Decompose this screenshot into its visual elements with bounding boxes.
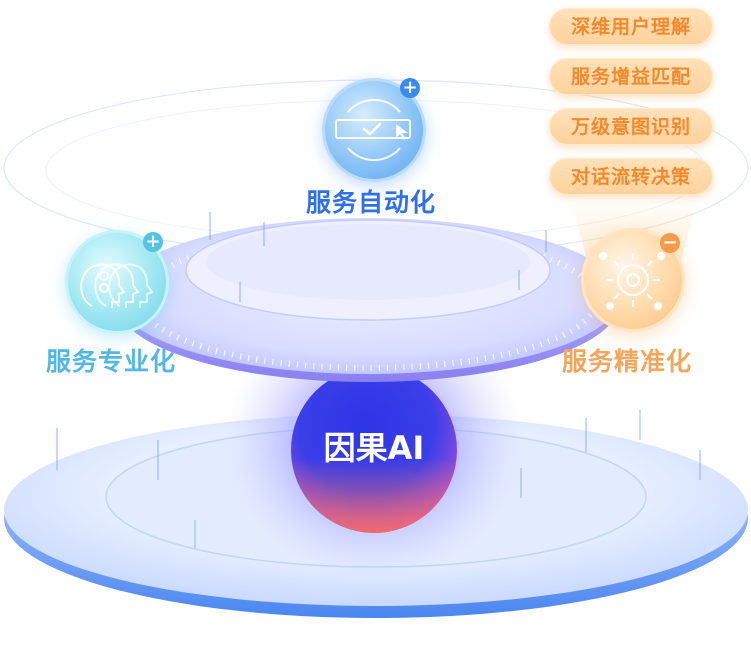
professional-expand-badge[interactable]: + (143, 232, 163, 252)
precision-item-pill: 服务增益匹配 (549, 58, 713, 95)
precision-label: 服务精准化 (562, 347, 693, 376)
professional-label: 服务专业化 (46, 347, 177, 376)
mid-light-lines (209, 212, 547, 302)
automation-expand-badge[interactable]: + (400, 78, 420, 98)
core-label: 因果AI (324, 429, 425, 467)
precision-item-pill: 对话流转决策 (549, 158, 713, 195)
precision-item-pill: 万级意图识别 (549, 108, 713, 145)
mid-platform-top-inner (206, 224, 530, 300)
base-light-lines (56, 410, 701, 548)
precision-collapse-badge[interactable]: − (660, 233, 680, 253)
core-sphere-warm (291, 367, 457, 533)
precision-item-pill: 深维用户理解 (549, 8, 713, 45)
automation-label: 服务自动化 (306, 188, 437, 217)
